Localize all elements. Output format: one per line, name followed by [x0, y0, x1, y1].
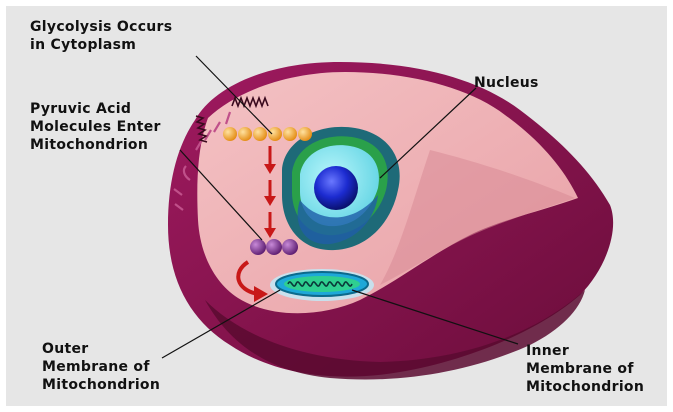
- label-inner-membrane: Inner Membrane of Mitochondrion: [526, 342, 644, 396]
- label-line: Membrane of: [42, 358, 160, 376]
- label-line: Mitochondrion: [42, 376, 160, 394]
- label-line: Membrane of: [526, 360, 644, 378]
- label-line: Molecules Enter: [30, 118, 161, 136]
- label-pyruvic-acid: Pyruvic Acid Molecules Enter Mitochondri…: [30, 100, 161, 154]
- pyruvate-bead: [266, 239, 282, 255]
- label-line: Pyruvic Acid: [30, 100, 161, 118]
- mitochondrion: [270, 269, 374, 301]
- glucose-bead: [253, 127, 267, 141]
- label-line: Inner: [526, 342, 644, 360]
- glucose-bead: [223, 127, 237, 141]
- label-nucleus: Nucleus: [474, 74, 539, 92]
- label-glycolysis: Glycolysis Occurs in Cytoplasm: [30, 18, 172, 54]
- label-outer-membrane: Outer Membrane of Mitochondrion: [42, 340, 160, 394]
- glucose-bead: [298, 127, 312, 141]
- glucose-bead: [268, 127, 282, 141]
- label-line: Mitochondrion: [30, 136, 161, 154]
- label-line: Mitochondrion: [526, 378, 644, 396]
- label-line: Outer: [42, 340, 160, 358]
- glucose-bead: [238, 127, 252, 141]
- pyruvate-bead: [250, 239, 266, 255]
- nucleolus: [314, 166, 358, 210]
- glucose-bead: [283, 127, 297, 141]
- pyruvate-bead: [282, 239, 298, 255]
- label-line: Nucleus: [474, 74, 539, 92]
- pyruvate-chain: [250, 239, 298, 255]
- label-line: Glycolysis Occurs: [30, 18, 172, 36]
- label-line: in Cytoplasm: [30, 36, 172, 54]
